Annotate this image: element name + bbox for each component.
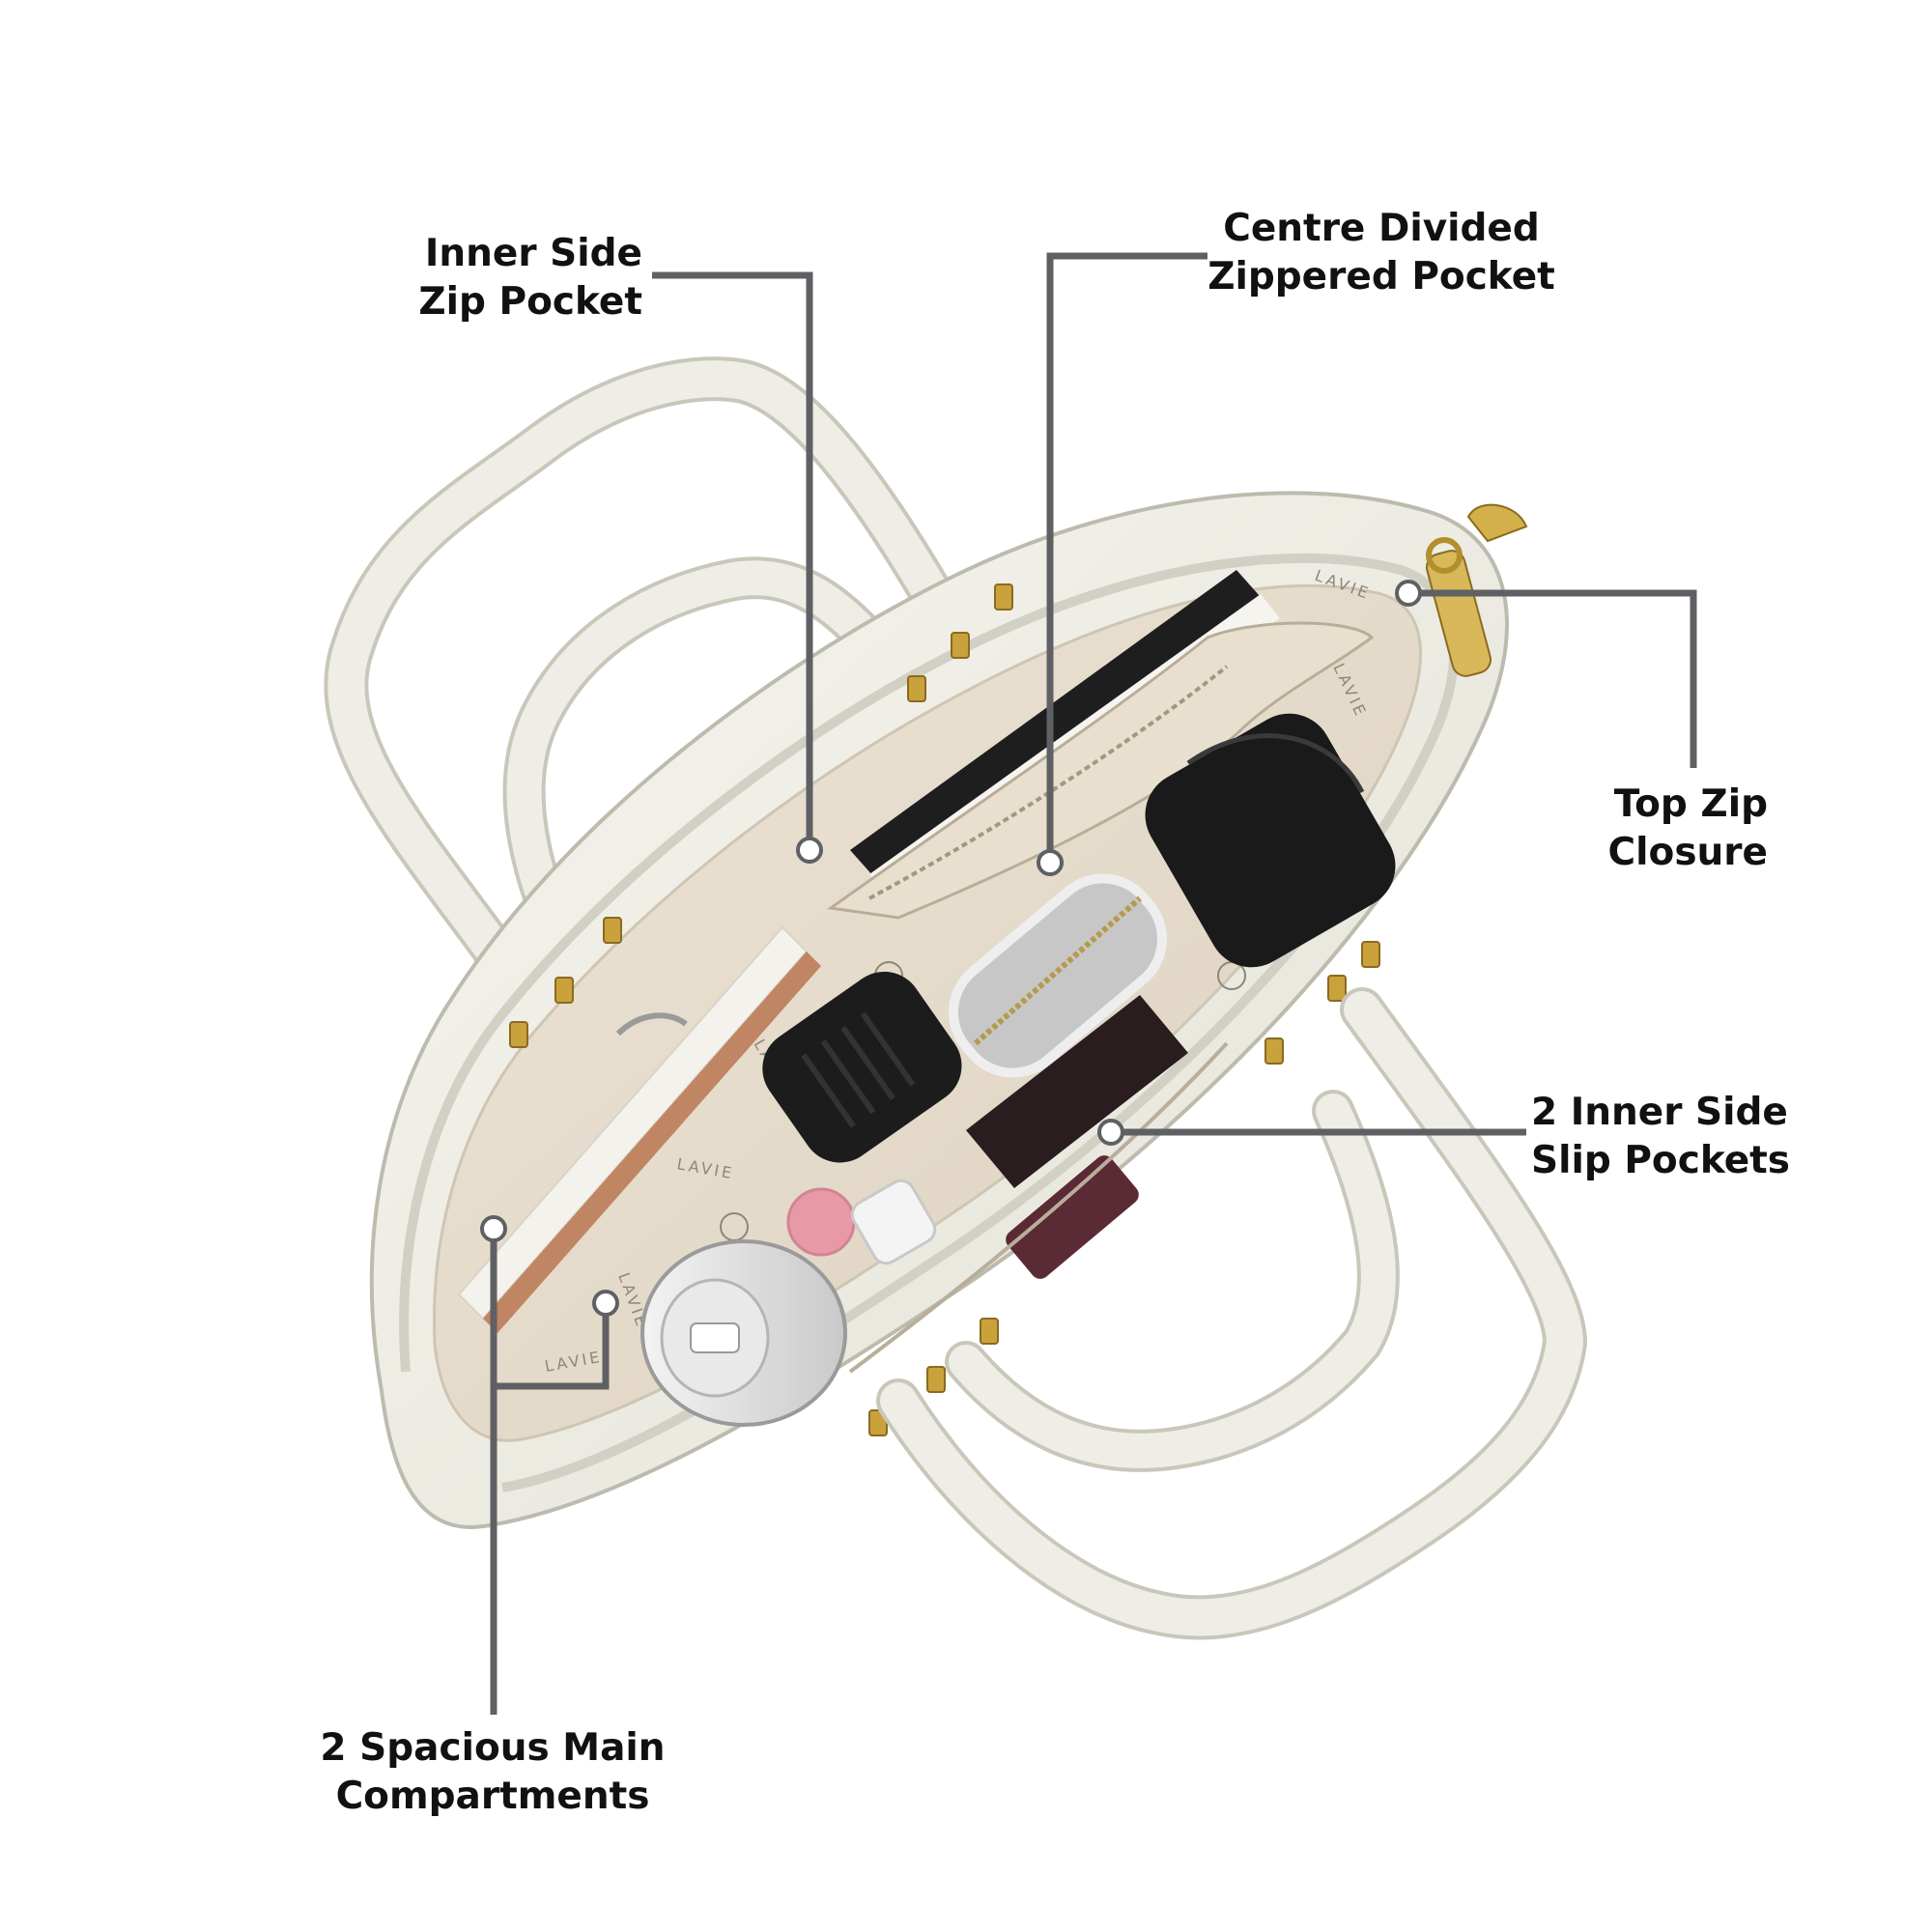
- sunglasses: [966, 995, 1188, 1279]
- black-pouch: [1145, 713, 1396, 968]
- callout-line: Inner Side: [424, 232, 642, 275]
- callout-line: Compartments: [335, 1775, 650, 1818]
- leader-line-main-compartments-branch: [494, 1303, 610, 1390]
- callout-line: Top Zip: [1613, 782, 1768, 826]
- callout-centre-divided-zippered-pocket: Centre Divided Zippered Pocket: [1208, 205, 1555, 301]
- callout-inner-side-slip-pockets: 2 Inner Side Slip Pockets: [1531, 1089, 1821, 1185]
- centre-pocket-zipper: [868, 665, 1229, 900]
- anchor-dot-inner-side-zip-pocket: [796, 837, 823, 864]
- pink-lip-balm: [786, 1187, 856, 1257]
- top-zip-track: [399, 553, 1460, 1492]
- callout-line: Slip Pockets: [1531, 1139, 1791, 1182]
- leader-line-inner-side-zip-pocket: [652, 271, 813, 850]
- callout-line: Closure: [1607, 831, 1768, 874]
- tan-notebook: [457, 925, 821, 1333]
- callout-line: 2 Spacious Main: [320, 1726, 666, 1770]
- water-bottle: [640, 1239, 847, 1427]
- anchor-dot-main-compartment-right: [592, 1290, 619, 1317]
- gold-hardware: [509, 583, 1380, 1436]
- callout-line: 2 Inner Side: [1531, 1091, 1788, 1134]
- front-handles: [876, 987, 1587, 1640]
- slip-pocket-edge: [848, 1041, 1229, 1374]
- white-jar: [850, 1179, 937, 1265]
- callout-line: Centre Divided: [1223, 207, 1540, 250]
- anchor-dot-top-zip-closure: [1395, 580, 1422, 607]
- callout-line: Zip Pocket: [418, 280, 642, 324]
- anchor-dot-centre-divided-zippered-pocket: [1037, 849, 1064, 876]
- grey-zip-pouch: [948, 873, 1168, 1078]
- callout-main-compartments: 2 Spacious Main Compartments: [299, 1724, 686, 1821]
- anchor-dot-inner-side-slip-pockets: [1097, 1119, 1124, 1146]
- black-case: [762, 971, 962, 1163]
- zip-puller: [1426, 503, 1528, 677]
- callout-inner-side-zip-pocket: Inner Side Zip Pocket: [406, 230, 642, 327]
- callout-top-zip-closure: Top Zip Closure: [1546, 781, 1768, 877]
- anchor-dot-main-compartment-left: [480, 1215, 507, 1242]
- callout-line: Zippered Pocket: [1208, 255, 1555, 298]
- leader-line-top-zip-closure: [1408, 589, 1697, 768]
- leader-line-centre-divided-zippered-pocket: [1046, 252, 1208, 863]
